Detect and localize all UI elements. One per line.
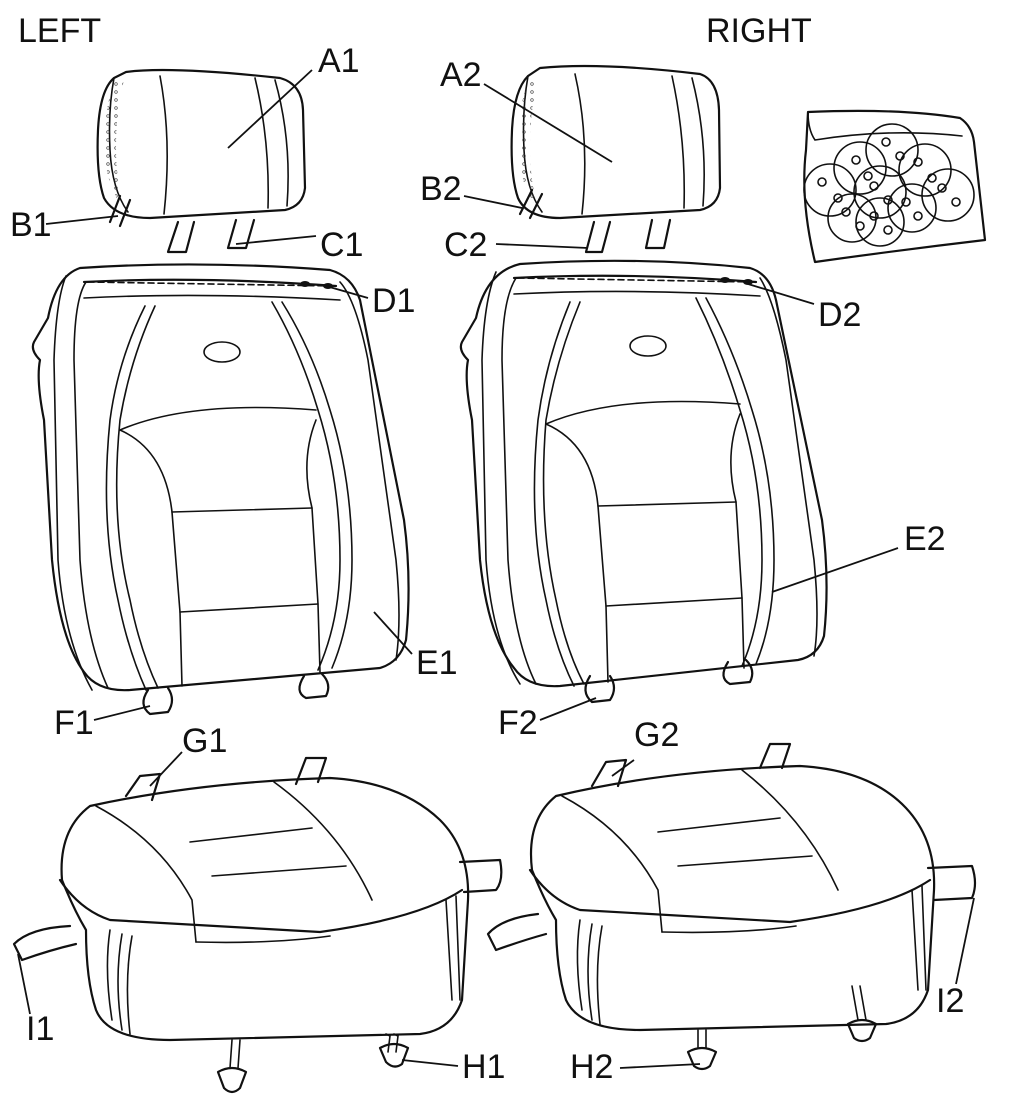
left-headrest <box>96 68 307 254</box>
right-seat-cushion <box>486 742 977 1071</box>
right-headrest <box>510 64 722 254</box>
label-c1: C1 <box>320 226 363 264</box>
label-d1: D1 <box>372 282 415 320</box>
label-h1: H1 <box>462 1048 505 1086</box>
left-seat-cushion <box>12 756 503 1094</box>
leader-lines <box>17 69 975 1069</box>
label-f2: F2 <box>498 704 538 742</box>
right-backrest <box>459 259 828 704</box>
left-title: LEFT <box>18 12 101 50</box>
label-h2: H2 <box>570 1048 613 1086</box>
label-e2: E2 <box>904 520 946 558</box>
label-b2: B2 <box>420 170 462 208</box>
label-d2: D2 <box>818 296 861 334</box>
label-i2: I2 <box>936 982 964 1020</box>
label-c2: C2 <box>444 226 487 264</box>
left-backrest <box>31 263 410 716</box>
right-title: RIGHT <box>706 12 812 50</box>
label-f1: F1 <box>54 704 94 742</box>
clips-inset-illustration <box>803 109 987 264</box>
label-a1: A1 <box>318 42 360 80</box>
label-a2: A2 <box>440 56 482 94</box>
label-i1: I1 <box>26 1010 54 1048</box>
label-e1: E1 <box>416 644 458 682</box>
label-g1: G1 <box>182 722 227 760</box>
label-b1: B1 <box>10 206 52 244</box>
part-labels: A1 A2 B1 B2 C1 C2 D1 D2 E1 E2 F1 F2 G1 G… <box>10 42 964 1086</box>
label-g2: G2 <box>634 716 679 754</box>
